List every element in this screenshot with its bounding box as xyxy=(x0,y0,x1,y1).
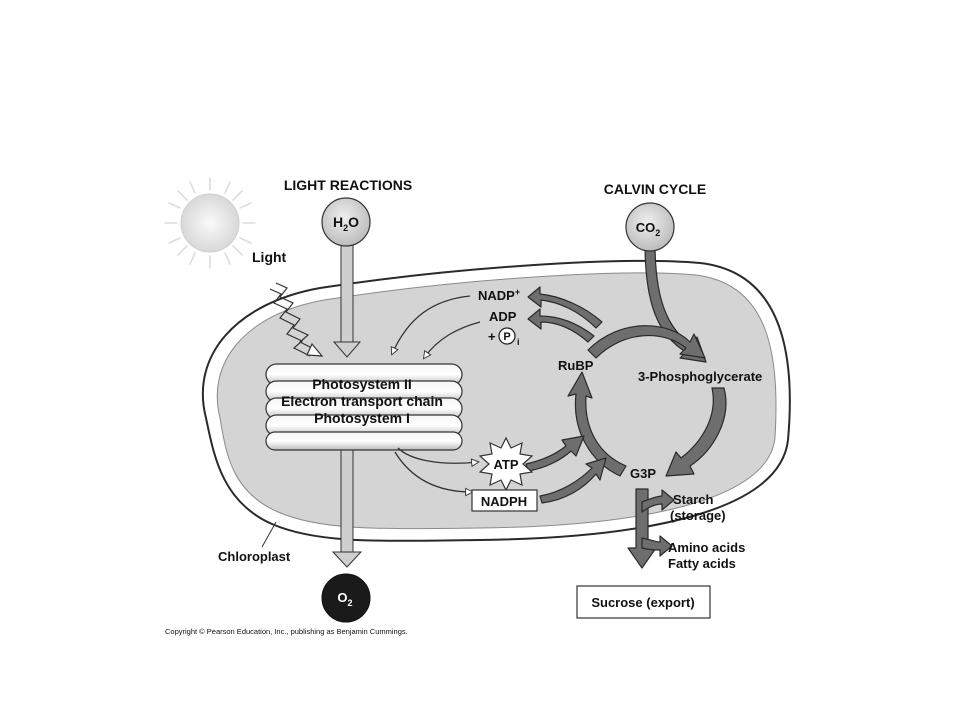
sucrose-box xyxy=(576,585,711,619)
fatty-acids-label: Fatty acids xyxy=(668,556,736,571)
oxygen-shaft-arrow xyxy=(340,444,354,553)
three-pg-label: 3-Phosphoglycerate xyxy=(638,369,762,384)
phosphate-subscript: i xyxy=(517,337,520,347)
starch-label: Starch xyxy=(673,492,714,507)
water-shaft-arrow xyxy=(340,239,354,343)
amino-acids-label: Amino acids xyxy=(668,540,745,555)
co2-subscript: 2 xyxy=(655,228,660,238)
thylakoid-line-3: Photosystem I xyxy=(314,410,410,426)
calvin-cycle-arrows xyxy=(525,242,727,569)
water-tail: O xyxy=(348,214,359,230)
water-molecule: H2O xyxy=(321,197,371,247)
starch-note: (storage) xyxy=(670,508,726,523)
nadph-label: NADPH xyxy=(481,494,527,509)
thin-flow-arrows xyxy=(392,295,481,492)
co2-base: CO xyxy=(636,220,656,235)
light-label: Light xyxy=(252,249,287,265)
light-reactions-title: LIGHT REACTIONS xyxy=(284,177,412,193)
thylakoid-line-2: Electron transport chain xyxy=(281,393,443,409)
atp-label: ATP xyxy=(493,457,518,472)
o2-subscript: 2 xyxy=(348,598,353,608)
rubp-label: RuBP xyxy=(558,358,594,373)
phosphate-plus: + xyxy=(488,329,496,344)
chloroplast-label: Chloroplast xyxy=(218,549,291,564)
sun-icon xyxy=(164,177,256,269)
sucrose-label: Sucrose (export) xyxy=(591,595,694,610)
nadp-base: NADP xyxy=(478,288,515,303)
calvin-cycle-title: CALVIN CYCLE xyxy=(604,181,706,197)
g3p-label: G3P xyxy=(630,466,656,481)
adp-label: ADP xyxy=(489,309,517,324)
svg-text:H2O: H2O xyxy=(333,214,359,233)
svg-text:CO2: CO2 xyxy=(636,220,661,238)
thylakoid-stack xyxy=(265,363,463,451)
copyright-text: Copyright © Pearson Education, Inc., pub… xyxy=(165,627,408,636)
oxygen-molecule: O2 xyxy=(321,573,371,623)
o2-base: O xyxy=(337,590,347,605)
nadp-plus-label: NADP+ xyxy=(478,287,520,303)
carbon-dioxide-molecule: CO2 xyxy=(625,202,675,252)
water-shaft-arrowhead xyxy=(332,341,362,358)
chloroplast-pointer xyxy=(261,521,277,548)
nadph-box xyxy=(471,489,538,512)
thylakoid-line-1: Photosystem II xyxy=(312,376,412,392)
water-base: H xyxy=(333,214,343,230)
light-energy-arrows xyxy=(269,282,324,357)
nadp-superscript: + xyxy=(515,287,520,297)
phosphate-circle xyxy=(498,327,516,345)
oxygen-shaft-arrowhead xyxy=(331,551,363,568)
water-subscript: 2 xyxy=(343,223,348,233)
phosphate-symbol: P xyxy=(503,331,510,343)
svg-text:O2: O2 xyxy=(337,590,352,608)
